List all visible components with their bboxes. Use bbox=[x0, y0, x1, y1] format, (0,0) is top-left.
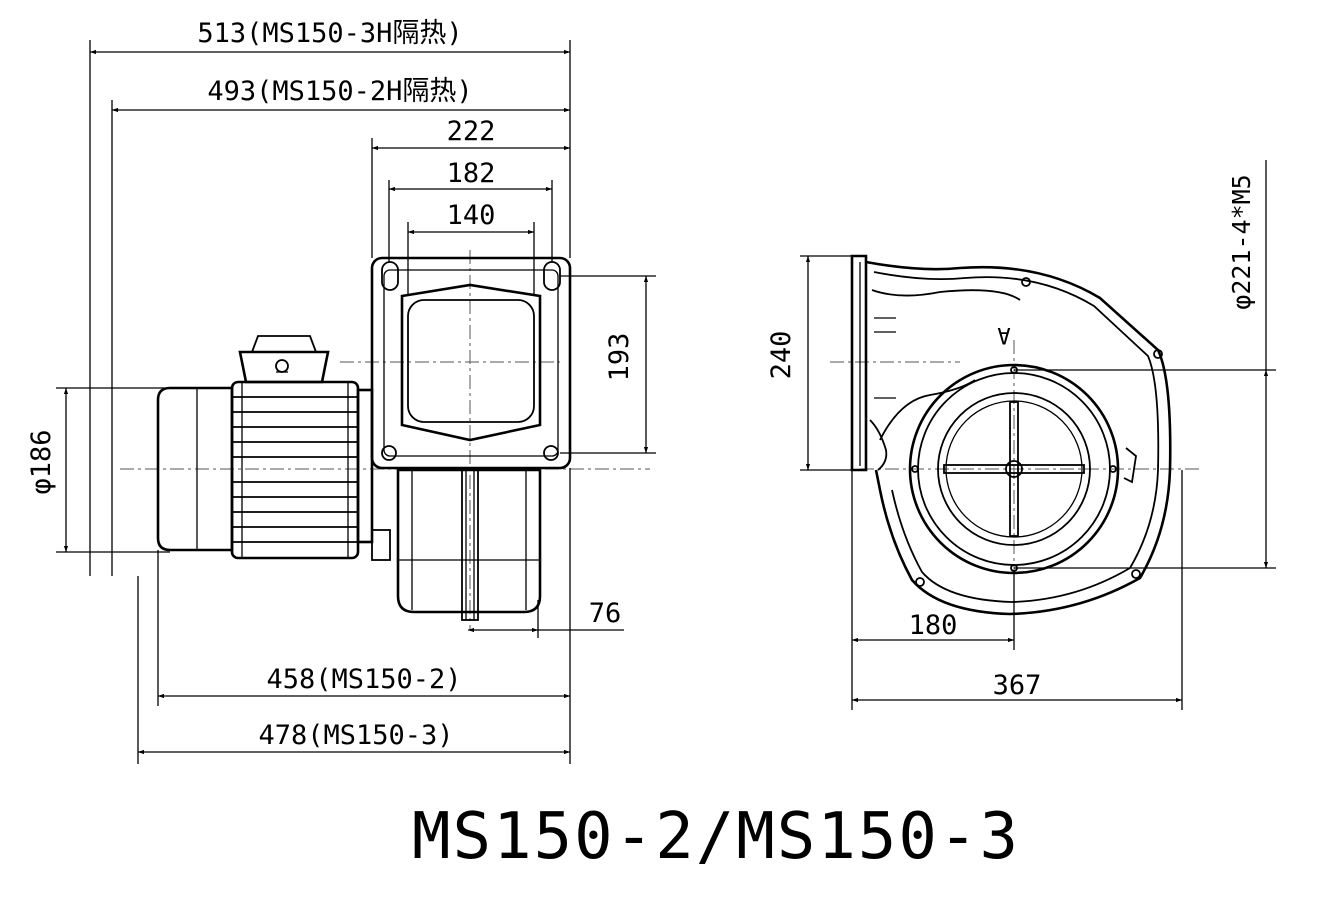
outlet-flange bbox=[370, 256, 572, 470]
housing-screw bbox=[915, 577, 925, 587]
terminal-box-lid bbox=[251, 335, 317, 353]
terminal-box bbox=[238, 350, 330, 384]
outlet-duct-top bbox=[871, 289, 1021, 301]
dim-phi221: φ221-4*M5 bbox=[1227, 174, 1256, 309]
dim-193: 193 bbox=[604, 333, 635, 382]
scroll-housing-outer bbox=[865, 260, 1172, 616]
housing-screw bbox=[1131, 569, 1141, 579]
dim-458: 458(MS150-2) bbox=[266, 664, 461, 695]
front-view: A bbox=[830, 254, 1200, 616]
dim-478: 478(MS150-3) bbox=[258, 720, 453, 751]
outlet-opening bbox=[400, 283, 542, 442]
dim-240: 240 bbox=[766, 331, 797, 380]
flange-hole-left bbox=[381, 445, 397, 461]
inlet-guard-horizontal bbox=[943, 464, 1085, 474]
dim-493: 493(MS150-2H隔热) bbox=[207, 76, 472, 107]
dim-222: 222 bbox=[447, 116, 496, 147]
outlet-duct-bottom bbox=[879, 379, 976, 441]
side-view bbox=[120, 250, 650, 630]
inlet-tube bbox=[461, 469, 479, 621]
dim-phi186: φ186 bbox=[26, 429, 57, 494]
view-mark-a: A bbox=[997, 322, 1010, 347]
model-title: MS150-2/MS150-3 bbox=[412, 800, 1020, 874]
outlet-flange-profile bbox=[850, 254, 868, 472]
motor-cooling-fins bbox=[232, 396, 358, 543]
blower-housing-side bbox=[396, 468, 542, 614]
dim-180: 180 bbox=[909, 610, 958, 641]
motor-end-cap bbox=[156, 386, 234, 552]
cable-gland bbox=[275, 359, 289, 373]
mount-hole-right bbox=[1109, 465, 1117, 473]
inlet-ring-inner bbox=[937, 392, 1091, 546]
dim-140: 140 bbox=[447, 200, 496, 231]
dim-182: 182 bbox=[447, 158, 496, 189]
outlet-tongue bbox=[869, 419, 888, 471]
dim-76: 76 bbox=[589, 598, 622, 629]
inlet-guard-hub bbox=[1005, 460, 1023, 478]
motor-body bbox=[230, 380, 360, 560]
scroll-housing-inner bbox=[873, 271, 1160, 603]
dim-367: 367 bbox=[993, 670, 1042, 701]
flange-hole-right bbox=[543, 445, 559, 461]
mount-hole-left bbox=[911, 465, 919, 473]
dim-513: 513(MS150-3H隔热) bbox=[197, 18, 462, 49]
dimension-lines: 513(MS150-3H隔热) 493(MS150-2H隔热) 222 182 … bbox=[26, 18, 1276, 764]
motor-flange bbox=[356, 388, 374, 544]
housing-screw bbox=[1021, 277, 1031, 287]
flange-slot-left bbox=[381, 261, 399, 291]
housing-screw bbox=[1153, 349, 1163, 359]
rotation-arrow-icon bbox=[1123, 447, 1137, 484]
inlet-guard-vertical bbox=[1009, 401, 1019, 537]
